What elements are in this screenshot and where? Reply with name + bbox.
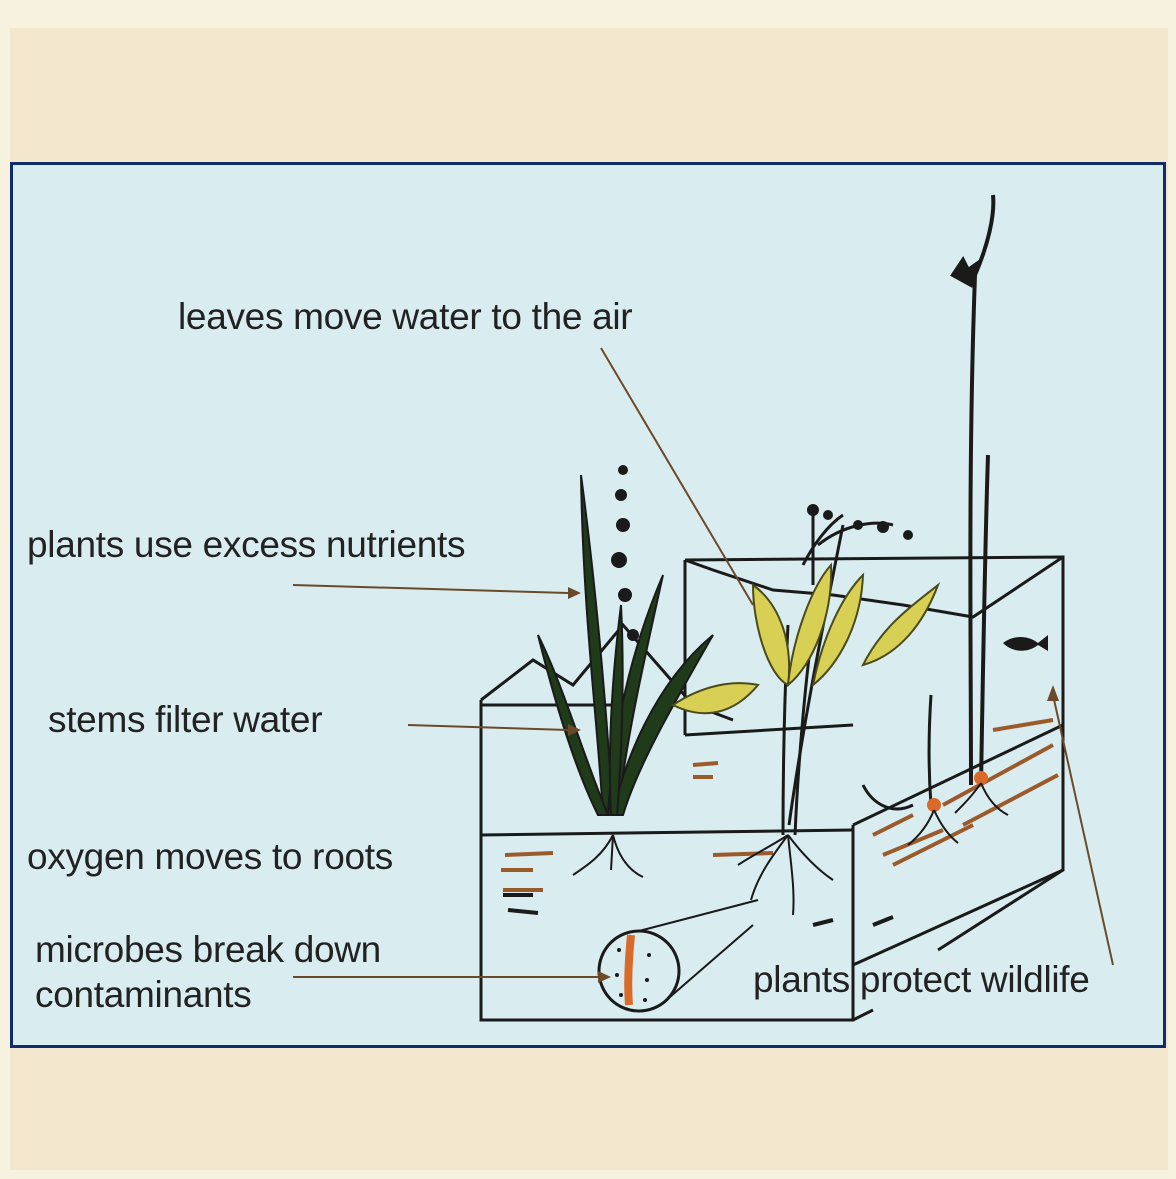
microbe-magnifier	[599, 900, 758, 1011]
label-microbes-line1: microbes break down	[35, 930, 381, 970]
seed-head	[611, 465, 639, 641]
roots	[573, 783, 1008, 915]
label-leaves: leaves move water to the air	[178, 297, 632, 337]
label-stems: stems filter water	[48, 700, 322, 740]
reed-bulb	[974, 771, 988, 785]
soil-marks	[501, 720, 1058, 890]
wetland-diagram-panel: leaves move water to the air plants use …	[10, 162, 1166, 1048]
fish	[1003, 635, 1048, 651]
label-wildlife: plants protect wildlife	[753, 960, 1090, 1000]
label-pointers	[293, 348, 1113, 977]
label-oxygen: oxygen moves to roots	[27, 837, 393, 877]
tall-reed	[953, 195, 993, 785]
stone-marks	[503, 895, 893, 925]
shoot-bulb	[927, 798, 941, 812]
label-nutrients: plants use excess nutrients	[27, 525, 465, 565]
label-microbes-line2: contaminants	[35, 975, 251, 1015]
broadleaf-plant	[673, 504, 938, 835]
